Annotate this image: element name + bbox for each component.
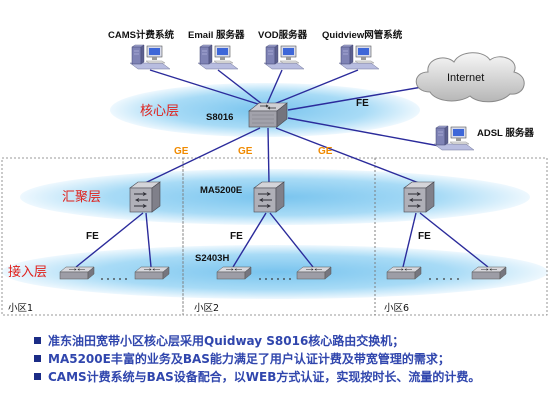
access-switch-label: S2403H [195, 253, 229, 264]
server-label-quidview: Quidview网管系统 [322, 29, 403, 41]
adsl-server-label: ADSL 服务器 [477, 127, 534, 139]
link-quidview-core [273, 69, 359, 105]
ge-label-3: GE [318, 146, 333, 157]
link-cams-core [149, 69, 259, 105]
note-text: MA5200E丰富的业务及BAS能力满足了用户认证计费及带宽管理的需求； [48, 352, 450, 366]
server-label-vod: VOD服务器 [258, 29, 308, 41]
note-item: MA5200E丰富的业务及BAS能力满足了用户认证计费及带宽管理的需求； [34, 350, 544, 368]
ge-label-1: GE [174, 146, 189, 157]
access-switch-icon-2 [134, 266, 170, 280]
aggregation-switch-icon-2 [253, 181, 285, 213]
square-bullet-icon [34, 337, 41, 344]
access-switch-icon-6 [471, 266, 507, 280]
internet-label: Internet [447, 72, 484, 84]
link-agg1-acc2 [145, 212, 152, 268]
access-layer-label: 接入层 [8, 264, 47, 280]
link-core-agg3 [275, 127, 420, 184]
email-server-icon [197, 44, 239, 70]
adsl-server-icon [433, 125, 475, 151]
fe-label-zone6: FE [418, 231, 431, 242]
access-switch-icon-1 [59, 266, 95, 280]
link-agg2-acc4 [269, 212, 314, 268]
fe-label-zone2: FE [230, 231, 243, 242]
core-layer-label: 核心层 [140, 104, 179, 119]
vod-server-icon [263, 44, 305, 70]
zone-label-6: 小区6 [384, 303, 409, 314]
link-core-adsl [287, 117, 446, 148]
link-agg3-acc6 [419, 212, 489, 268]
link-vod-core [266, 69, 283, 105]
link-core-internet [287, 85, 429, 111]
aggregation-switch-icon-3 [403, 181, 435, 213]
core-switch-icon [248, 102, 288, 128]
note-item: CAMS计费系统与BAS设备配合，以WEB方式认证，实现按时长、流量的计费。 [34, 368, 544, 386]
quidview-server-icon [338, 44, 380, 70]
link-agg3-acc5 [402, 212, 417, 268]
fe-label-internet: FE [356, 98, 369, 109]
square-bullet-icon [34, 355, 41, 362]
server-label-email: Email 服务器 [188, 29, 245, 41]
notes-list: 准东油田宽带小区核心层采用Quidway S8016核心路由交换机； MA520… [34, 332, 544, 386]
bas-label: MA5200E [200, 185, 242, 196]
access-switch-icon-4 [296, 266, 332, 280]
network-diagram: Internet CAMS计费系统 Email 服务器 VOD服务器 Quidv… [1, 29, 548, 316]
note-text: 准东油田宽带小区核心层采用Quidway S8016核心路由交换机； [48, 334, 405, 348]
link-core-agg2 [267, 127, 270, 184]
square-bullet-icon [34, 373, 41, 380]
link-core-agg1 [144, 127, 261, 184]
zone-box-2 [182, 157, 376, 316]
ge-label-2: GE [238, 146, 253, 157]
more-switches-dots [101, 278, 459, 280]
zone-box-1 [1, 157, 184, 316]
zone-label-1: 小区1 [8, 303, 33, 314]
zone-label-2: 小区2 [194, 303, 219, 314]
core-switch-label: S8016 [206, 112, 233, 123]
access-switch-icon-3 [216, 266, 252, 280]
access-switch-icon-5 [386, 266, 422, 280]
aggregation-layer-label: 汇聚层 [62, 190, 101, 205]
server-label-cams: CAMS计费系统 [108, 29, 174, 41]
cams-server-icon [129, 44, 171, 70]
link-agg2-acc3 [232, 212, 267, 268]
fe-label-zone1: FE [86, 231, 99, 242]
internet-cloud-icon [415, 52, 525, 103]
link-email-core [217, 69, 263, 105]
note-text: CAMS计费系统与BAS设备配合，以WEB方式认证，实现按时长、流量的计费。 [48, 370, 481, 384]
zone-box-6 [374, 157, 548, 316]
link-agg1-acc1 [75, 212, 144, 268]
aggregation-switch-icon-1 [129, 181, 161, 213]
access-layer-band [2, 245, 548, 299]
note-item: 准东油田宽带小区核心层采用Quidway S8016核心路由交换机； [34, 332, 544, 350]
links [75, 69, 489, 268]
